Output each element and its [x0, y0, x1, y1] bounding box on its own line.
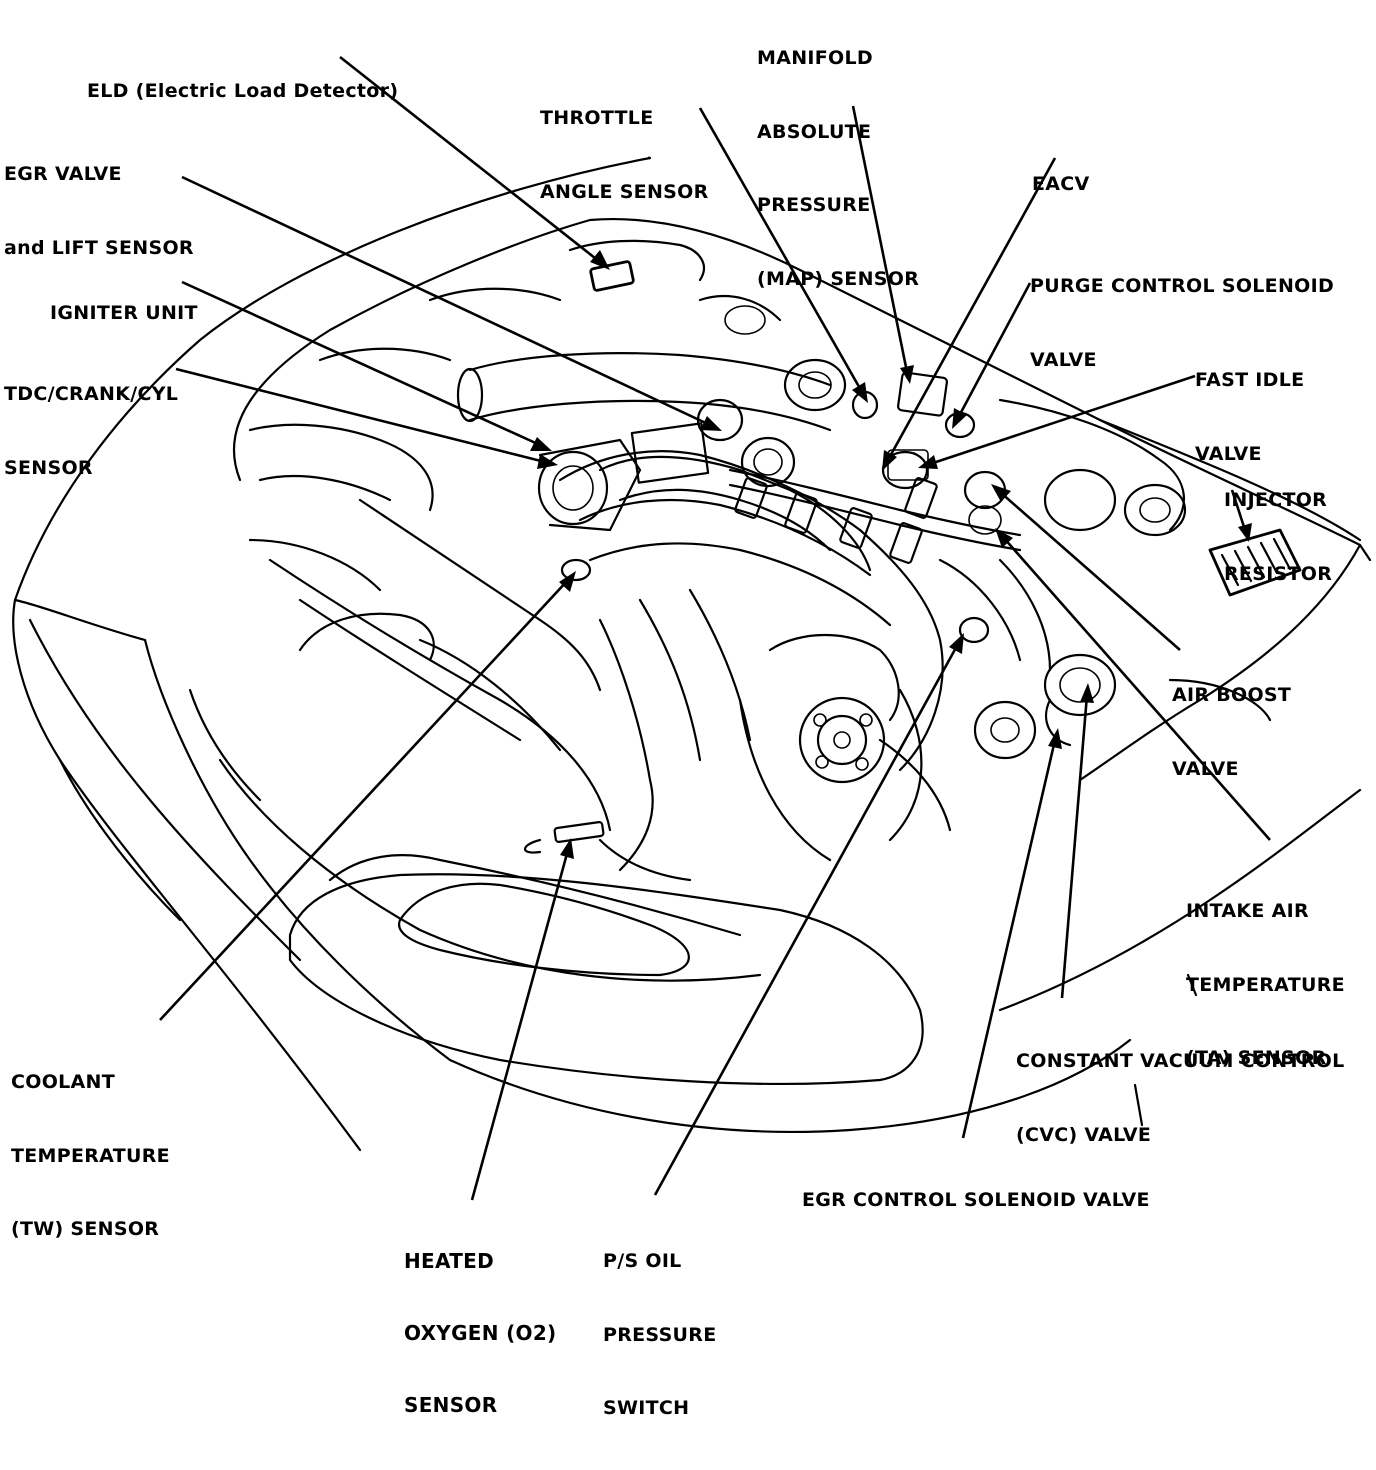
label-coolant-temperature-sensor: COOLANT TEMPERATURE (TW) SENSOR [11, 1021, 170, 1291]
label-map-line-1: MANIFOLD [757, 47, 873, 69]
leader-lines [159, 55, 1271, 1201]
label-map-line-4: (MAP) SENSOR [757, 267, 920, 290]
label-map-line-3: PRESSURE [757, 194, 871, 216]
label-igniter-line-1: IGNITER UNIT [50, 302, 198, 324]
label-map-sensor: MANIFOLD ABSOLUTE PRESSURE (MAP) SENSOR [757, 0, 919, 340]
engine-compartment-diagram: ELD (Electric Load Detector) EGR VALVE a… [4, 0, 1372, 1419]
label-map-line-2: ABSOLUTE [757, 120, 872, 143]
label-injector-line-1: INJECTOR [1224, 489, 1328, 511]
label-injector-line-2: RESISTOR [1224, 562, 1333, 585]
label-fast-idle-valve: FAST IDLE VALVE [1195, 319, 1304, 515]
label-intake-air-line-2: TEMPERATURE [1186, 973, 1345, 996]
label-heated-oxygen-sensor: HEATED OXYGEN (O2) SENSOR [404, 1201, 556, 1465]
label-egr-valve-lift-sensor: EGR VALVE and LIFT SENSOR [4, 113, 194, 309]
label-tdc-line-2: SENSOR [4, 456, 93, 479]
label-egr-valve-line-2: and LIFT SENSOR [4, 236, 194, 259]
label-eacv-line-1: EACV [1032, 173, 1090, 195]
label-throttle-angle-sensor: THROTTLE ANGLE SENSOR [540, 57, 709, 253]
label-air-boost-line-2: VALVE [1172, 757, 1239, 780]
engine-bay-illustration [12, 156, 1372, 1152]
label-air-boost-line-1: AIR BOOST [1172, 684, 1292, 706]
label-heated-o2-line-2: OXYGEN (O2) [404, 1321, 557, 1345]
label-cvc-line-1: CONSTANT VACUUM CONTROL [1016, 1050, 1345, 1072]
label-intake-air-temperature-sensor: INTAKE AIR TEMPERATURE (TA) SENSOR [1186, 850, 1345, 1120]
label-injector-resistor: INJECTOR RESISTOR [1224, 439, 1332, 635]
label-purge-control-solenoid-valve: PURGE CONTROL SOLENOID VALVE [1030, 225, 1334, 421]
label-ps-oil-line-3: SWITCH [603, 1397, 690, 1419]
label-purge-line-1: PURGE CONTROL SOLENOID [1030, 275, 1335, 297]
label-heated-o2-line-3: SENSOR [404, 1393, 498, 1417]
label-fast-idle-line-1: FAST IDLE [1195, 369, 1305, 391]
label-eacv: EACV [1032, 123, 1090, 246]
label-eld-line-1: ELD (Electric Load Detector) [87, 80, 399, 102]
label-air-boost-valve: AIR BOOST VALVE [1172, 634, 1291, 830]
label-coolant-line-1: COOLANT [11, 1071, 116, 1093]
label-heated-o2-line-1: HEATED [404, 1249, 495, 1273]
label-throttle-line-1: THROTTLE [540, 107, 654, 129]
label-egr-control-solenoid-valve: EGR CONTROL SOLENOID VALVE [802, 1139, 1150, 1262]
label-eld: ELD (Electric Load Detector) [87, 30, 398, 153]
label-intake-air-line-3: (TA) SENSOR [1186, 1047, 1327, 1069]
label-egr-control-line-1: EGR CONTROL SOLENOID VALVE [802, 1189, 1150, 1211]
label-coolant-line-3: (TW) SENSOR [11, 1218, 160, 1240]
label-fast-idle-line-2: VALVE [1195, 442, 1262, 465]
label-intake-air-line-1: INTAKE AIR [1186, 900, 1309, 922]
label-igniter-unit: IGNITER UNIT [50, 252, 198, 375]
label-tdc-line-1: TDC/CRANK/CYL [4, 383, 179, 405]
label-coolant-line-2: TEMPERATURE [11, 1144, 170, 1167]
label-tdc-crank-cyl-sensor: TDC/CRANK/CYL SENSOR [4, 333, 178, 529]
label-ps-oil-line-2: PRESSURE [603, 1323, 717, 1346]
label-ps-oil-pressure-switch: P/S OIL PRESSURE SWITCH [603, 1200, 717, 1470]
label-cvc-valve: CONSTANT VACUUM CONTROL (CVC) VALVE [1016, 1000, 1345, 1196]
label-egr-valve-line-1: EGR VALVE [4, 163, 122, 185]
label-cvc-line-2: (CVC) VALVE [1016, 1123, 1152, 1146]
label-purge-line-2: VALVE [1030, 348, 1097, 371]
label-ps-oil-line-1: P/S OIL [603, 1250, 682, 1272]
label-throttle-line-2: ANGLE SENSOR [540, 180, 709, 203]
